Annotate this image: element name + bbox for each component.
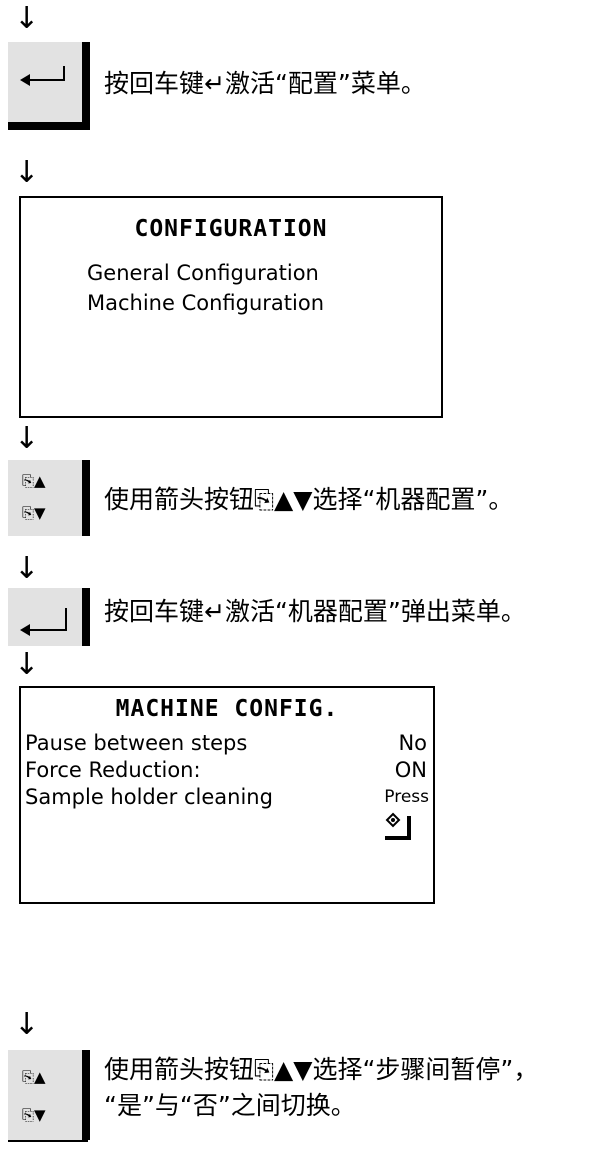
machine-config-title: MACHINE CONFIG.: [115, 696, 339, 722]
row-value-force-reduction: ON: [394, 758, 427, 782]
step-4-text-line2: “是”与“否”之间切换。: [104, 1091, 356, 1120]
up-down-key-icon: ⎘▲ ⎘▼: [8, 460, 90, 536]
step-3-text: 按回车键↵激活“机器配置”弹出菜单。: [104, 597, 526, 626]
flow-arrow: ↓: [14, 551, 40, 586]
up-down-key-icon: ⎘▲ ⎘▼: [8, 1050, 90, 1140]
flow-arrow: ↓: [14, 155, 40, 190]
enter-key-icon: [385, 812, 411, 840]
configuration-screen: CONFIGURATION General Configuration Mach…: [19, 196, 443, 418]
up-arrow-icon: ⎘▲: [22, 472, 46, 490]
machine-config-screen: MACHINE CONFIG. Pause between steps No F…: [19, 686, 435, 904]
flow-arrow: ↓: [14, 647, 40, 682]
flow-arrow: ↓: [14, 421, 40, 456]
down-arrow-icon: ⎘▼: [22, 504, 46, 522]
divider: [8, 1140, 88, 1142]
up-arrow-icon: ⎘▲: [22, 1068, 46, 1086]
menu-item-general-configuration: General Configuration: [87, 261, 319, 285]
configuration-title: CONFIGURATION: [134, 216, 328, 242]
menu-item-machine-configuration: Machine Configuration: [87, 291, 324, 315]
enter-key-icon: [8, 42, 90, 130]
row-label-force-reduction: Force Reduction:: [25, 758, 201, 782]
row-value-sample-holder-cleaning: Press: [384, 787, 429, 807]
row-label-sample-holder-cleaning: Sample holder cleaning: [25, 785, 273, 809]
row-label-pause-between-steps: Pause between steps: [25, 731, 248, 755]
step-4-text-line1: 使用箭头按钮⎘▲▼选择“步骤间暂停”，: [104, 1055, 539, 1084]
flow-arrow: ↓: [14, 1007, 40, 1042]
step-2-text: 使用箭头按钮⎘▲▼选择“机器配置”。: [104, 485, 514, 514]
enter-key-icon: [8, 588, 90, 646]
step-1-text: 按回车键↵激活“配置”菜单。: [104, 69, 426, 98]
flow-arrow: ↓: [14, 1, 40, 36]
down-arrow-icon: ⎘▼: [22, 1106, 46, 1124]
row-value-pause-between-steps: No: [398, 731, 427, 755]
